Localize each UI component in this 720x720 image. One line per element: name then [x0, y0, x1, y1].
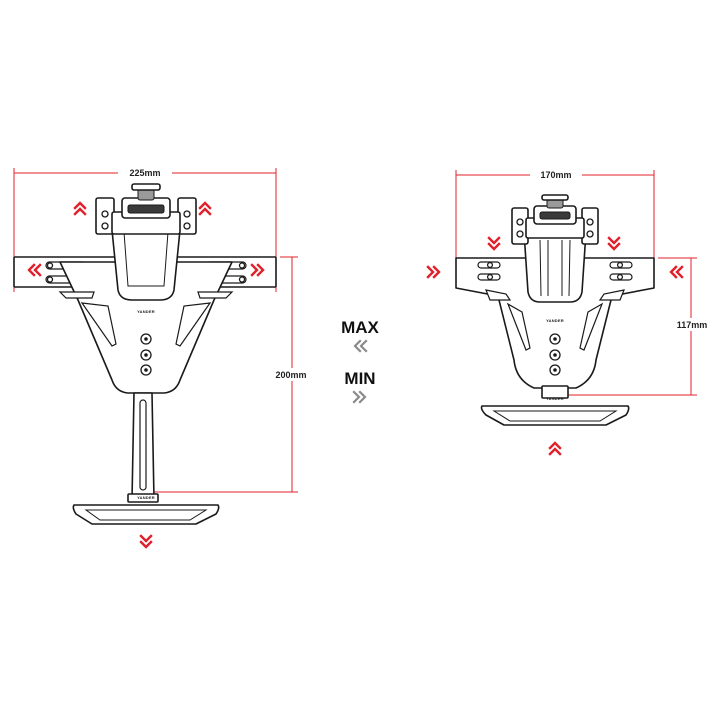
left-arrow-up-left: [73, 201, 87, 216]
left-stem-brand: YANDER: [137, 495, 155, 500]
right-holder-min: 170mm 117mm YANDER: [426, 168, 712, 456]
right-plate-cutouts: [485, 289, 625, 351]
left-height-dimension: 200mm: [142, 256, 312, 493]
center-legend: MAX MIN: [341, 318, 380, 404]
left-arrow-down-bottom: [139, 534, 153, 549]
right-arrow-in-left: [426, 265, 441, 279]
left-arrow-up-right: [198, 201, 212, 216]
max-arrow-icon: [353, 339, 368, 353]
right-mount-ribs: [539, 239, 571, 297]
right-stem-brand: YANDER: [546, 396, 564, 401]
left-plate-cutouts: [58, 291, 234, 347]
right-plate-holes: [549, 333, 561, 376]
right-width-dimension: 170mm: [455, 168, 655, 258]
left-plate-holes: [140, 333, 152, 376]
min-label: MIN: [344, 369, 375, 388]
min-arrow-icon: [352, 390, 367, 404]
right-arrow-down-left: [487, 236, 501, 251]
right-arrow-down-right: [607, 236, 621, 251]
right-arrow-up-bottom: [548, 441, 562, 456]
left-width-dimension: 225mm: [13, 166, 277, 292]
right-height-dimension: 117mm: [566, 257, 712, 396]
left-width-label: 225mm: [129, 168, 160, 178]
right-brand-mark: YANDER: [546, 318, 564, 323]
right-plate-slots: [477, 261, 633, 281]
right-arrow-in-right: [669, 265, 684, 279]
right-height-label: 117mm: [677, 320, 708, 330]
right-width-label: 170mm: [540, 170, 571, 180]
left-holder-max: 225mm 200mm YAN: [13, 166, 312, 549]
left-height-label: 200mm: [275, 370, 306, 380]
max-label: MAX: [341, 318, 379, 337]
left-brand-mark: YANDER: [137, 309, 155, 314]
